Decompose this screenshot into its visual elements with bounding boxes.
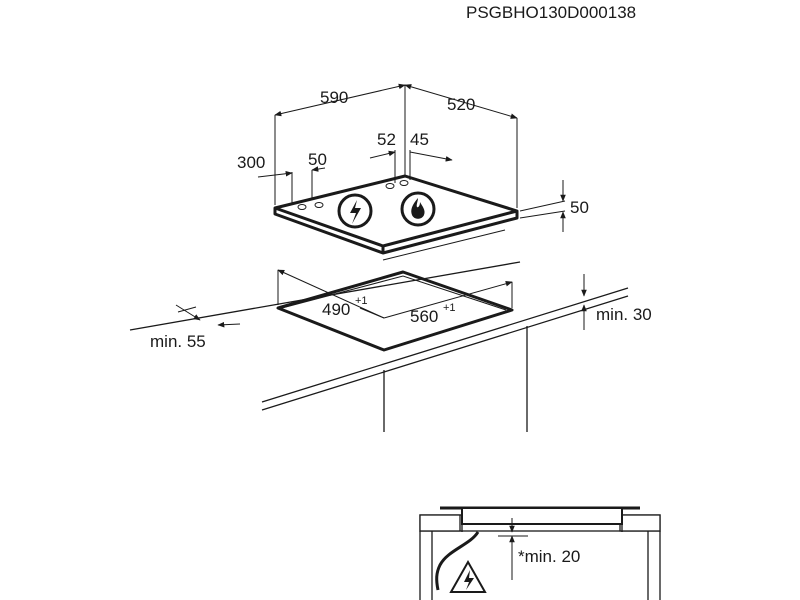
warning-triangle-icon	[449, 559, 487, 593]
hob	[273, 174, 519, 261]
hob-width-label: 590	[320, 88, 348, 107]
hob-center-right-label: 45	[410, 130, 429, 149]
cutout-width-tolerance: +1	[443, 302, 456, 314]
cutout-depth-tolerance: +1	[355, 295, 368, 307]
hob-left-offset-label: 300	[237, 153, 265, 172]
cutout-dimension-lines	[175, 269, 587, 330]
worktop-cutout	[276, 270, 514, 352]
hob-dimension-lines	[257, 83, 566, 232]
hob-depth-label: 520	[447, 95, 475, 114]
electric-hazard-icon	[337, 193, 373, 229]
hob-height-label: 50	[570, 198, 589, 217]
min-clearance-label: *min. 20	[518, 547, 580, 566]
min-front-label: min. 55	[150, 332, 206, 351]
hob-center-left-label: 52	[377, 130, 396, 149]
installation-detail	[419, 506, 661, 600]
drawing-code: PSGBHO130D000138	[466, 3, 636, 22]
hob-left-gap-label: 50	[308, 150, 327, 169]
gas-flame-icon	[400, 191, 436, 227]
cutout-depth-label: 490	[322, 300, 350, 319]
cutout-width-label: 560	[410, 307, 438, 326]
min-worktop-label: min. 30	[596, 305, 652, 324]
